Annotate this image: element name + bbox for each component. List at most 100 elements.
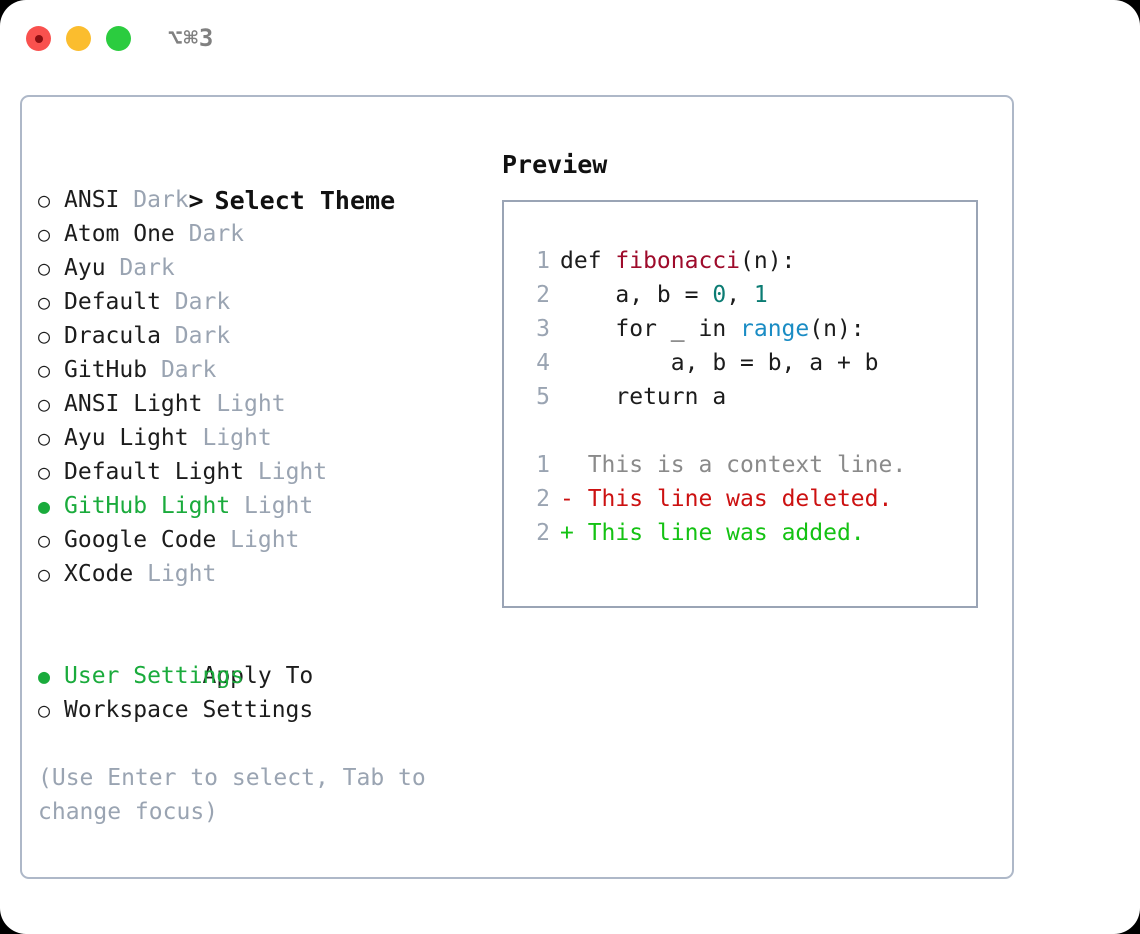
theme-item-label: Default	[64, 289, 175, 315]
section-spacer	[38, 591, 468, 625]
radio-unselected-icon: ○	[38, 460, 51, 484]
theme-item-category: Dark	[188, 221, 245, 247]
diff-line-text: This line was deleted.	[573, 486, 893, 512]
theme-item-category: Light	[230, 527, 300, 553]
diff-line-text: This line was added.	[573, 520, 865, 546]
theme-item-category: Dark	[174, 323, 231, 349]
theme-item-ansi-light[interactable]: ○ ANSI Light Light	[38, 387, 468, 421]
theme-item-dracula[interactable]: ○ Dracula Dark	[38, 319, 468, 353]
theme-item-category: Light	[244, 493, 314, 519]
theme-item-label: ANSI	[64, 187, 134, 213]
apply-to-item-workspace-settings[interactable]: ○ Workspace Settings	[38, 693, 468, 727]
title-bar: ⌥⌘3	[0, 0, 1140, 78]
code-token-num: 1	[753, 282, 768, 308]
radio-selected-icon: ●	[38, 494, 51, 518]
radio-unselected-icon: ○	[38, 358, 51, 382]
radio-unselected-icon: ○	[38, 698, 51, 722]
theme-item-label: Ayu	[64, 255, 120, 281]
diff-sign: +	[560, 520, 574, 546]
theme-item-ansi[interactable]: ○ ANSI Dark	[38, 183, 468, 217]
theme-item-xcode[interactable]: ○ XCode Light	[38, 557, 468, 591]
theme-item-label: Google Code	[64, 527, 231, 553]
caret-icon: >	[188, 186, 204, 215]
code-line-number: 4	[536, 350, 550, 376]
theme-item-default-light[interactable]: ○Default Light Light	[38, 455, 468, 489]
theme-item-label: Dracula	[64, 323, 175, 349]
diff-line-context: 1 This is a context line.	[504, 448, 976, 482]
radio-unselected-icon: ○	[38, 562, 51, 586]
radio-unselected-icon: ○	[38, 528, 51, 552]
diff-line-text: This is a context line.	[573, 452, 907, 478]
diff-sign: -	[560, 486, 574, 512]
theme-item-atom-one[interactable]: ○ Atom One Dark	[38, 217, 468, 251]
theme-item-label: ANSI Light	[64, 391, 217, 417]
code-line: 5 return a	[504, 380, 976, 414]
apply-to-header: Apply To	[38, 625, 468, 689]
code-line-number: 1	[536, 248, 550, 274]
code-token-builtin: range	[740, 316, 810, 342]
code-line-number: 5	[536, 384, 550, 410]
theme-item-ayu-light[interactable]: ○ Ayu Light Light	[38, 421, 468, 455]
code-token-num: 0	[712, 282, 727, 308]
theme-item-category: Dark	[174, 289, 231, 315]
radio-unselected-icon: ○	[38, 426, 51, 450]
apply-to-item-label: Workspace Settings	[64, 697, 314, 723]
code-line-number: 3	[536, 316, 550, 342]
code-token-plain: a, b = b, a + b	[560, 350, 879, 376]
main-panel: >Select Theme ○ ANSI Dark ○ Atom One Dark ○ A…	[20, 95, 1014, 879]
theme-item-category: Light	[202, 425, 272, 451]
theme-item-github[interactable]: ○ GitHub Dark	[38, 353, 468, 387]
apply-to-list[interactable]: ●User Settings ○ Workspace Settings	[38, 659, 468, 727]
close-button[interactable]	[26, 26, 51, 51]
theme-item-label: Atom One	[64, 221, 189, 247]
diff-line-added: 2+ This line was added.	[504, 516, 976, 550]
theme-item-label: GitHub Light	[64, 493, 245, 519]
theme-item-label: XCode	[64, 561, 148, 587]
radio-unselected-icon: ○	[38, 256, 51, 280]
theme-list[interactable]: ○ANSI Dark○Atom One Dark○Ayu Dark○Defaul…	[38, 183, 468, 591]
radio-unselected-icon: ○	[38, 324, 51, 348]
theme-item-github-light[interactable]: ● GitHub Light Light	[38, 489, 468, 523]
theme-item-default[interactable]: ○ Default Dark	[38, 285, 468, 319]
select-theme-header: >Select Theme	[38, 147, 468, 215]
code-line: 3 for _ in range(n):	[504, 312, 976, 346]
apply-to-header-label: Apply To	[202, 663, 314, 689]
code-line: 2 a, b = 0, 1	[504, 278, 976, 312]
window-title: ⌥⌘3	[168, 24, 215, 52]
code-diff-spacer	[504, 414, 976, 448]
code-token-plain: a, b =	[560, 282, 713, 308]
theme-item-category: Light	[147, 561, 217, 587]
code-token-plain: ,	[726, 282, 754, 308]
preview-title: Preview	[502, 150, 608, 179]
theme-item-category: Dark	[133, 187, 189, 213]
apply-to-item-label: User Settings	[64, 663, 245, 689]
maximize-button[interactable]	[106, 26, 131, 51]
code-token-plain: (n):	[740, 248, 796, 274]
code-token-func: fibonacci	[615, 248, 741, 274]
diff-line-number: 2	[536, 486, 550, 512]
radio-unselected-icon: ○	[38, 222, 51, 246]
code-token-plain: (n):	[809, 316, 865, 342]
code-token-plain: return a	[560, 384, 727, 410]
theme-selector-column: >Select Theme ○ ANSI Dark ○ Atom One Dark ○ A…	[38, 147, 468, 829]
radio-unselected-icon: ○	[38, 188, 51, 212]
theme-item-label: GitHub	[64, 357, 161, 383]
code-token-def: def	[560, 248, 616, 274]
minimize-button[interactable]	[66, 26, 91, 51]
theme-item-category: Dark	[160, 357, 217, 383]
apply-to-item-user-settings[interactable]: ●User Settings	[38, 659, 468, 693]
radio-unselected-icon: ○	[38, 392, 51, 416]
theme-item-ayu[interactable]: ○Ayu Dark	[38, 251, 468, 285]
keyboard-hint: (Use Enter to select, Tab to change focu…	[38, 765, 426, 825]
diff-sample: 1 This is a context line. 2- This line wa…	[504, 448, 976, 550]
theme-item-category: Light	[216, 391, 286, 417]
theme-item-label: Ayu Light	[64, 425, 203, 451]
code-line: 4 a, b = b, a + b	[504, 346, 976, 380]
code-token-plain: for _ in	[560, 316, 741, 342]
radio-unselected-icon: ○	[38, 290, 51, 314]
theme-item-google-code[interactable]: ○ Google Code Light	[38, 523, 468, 557]
